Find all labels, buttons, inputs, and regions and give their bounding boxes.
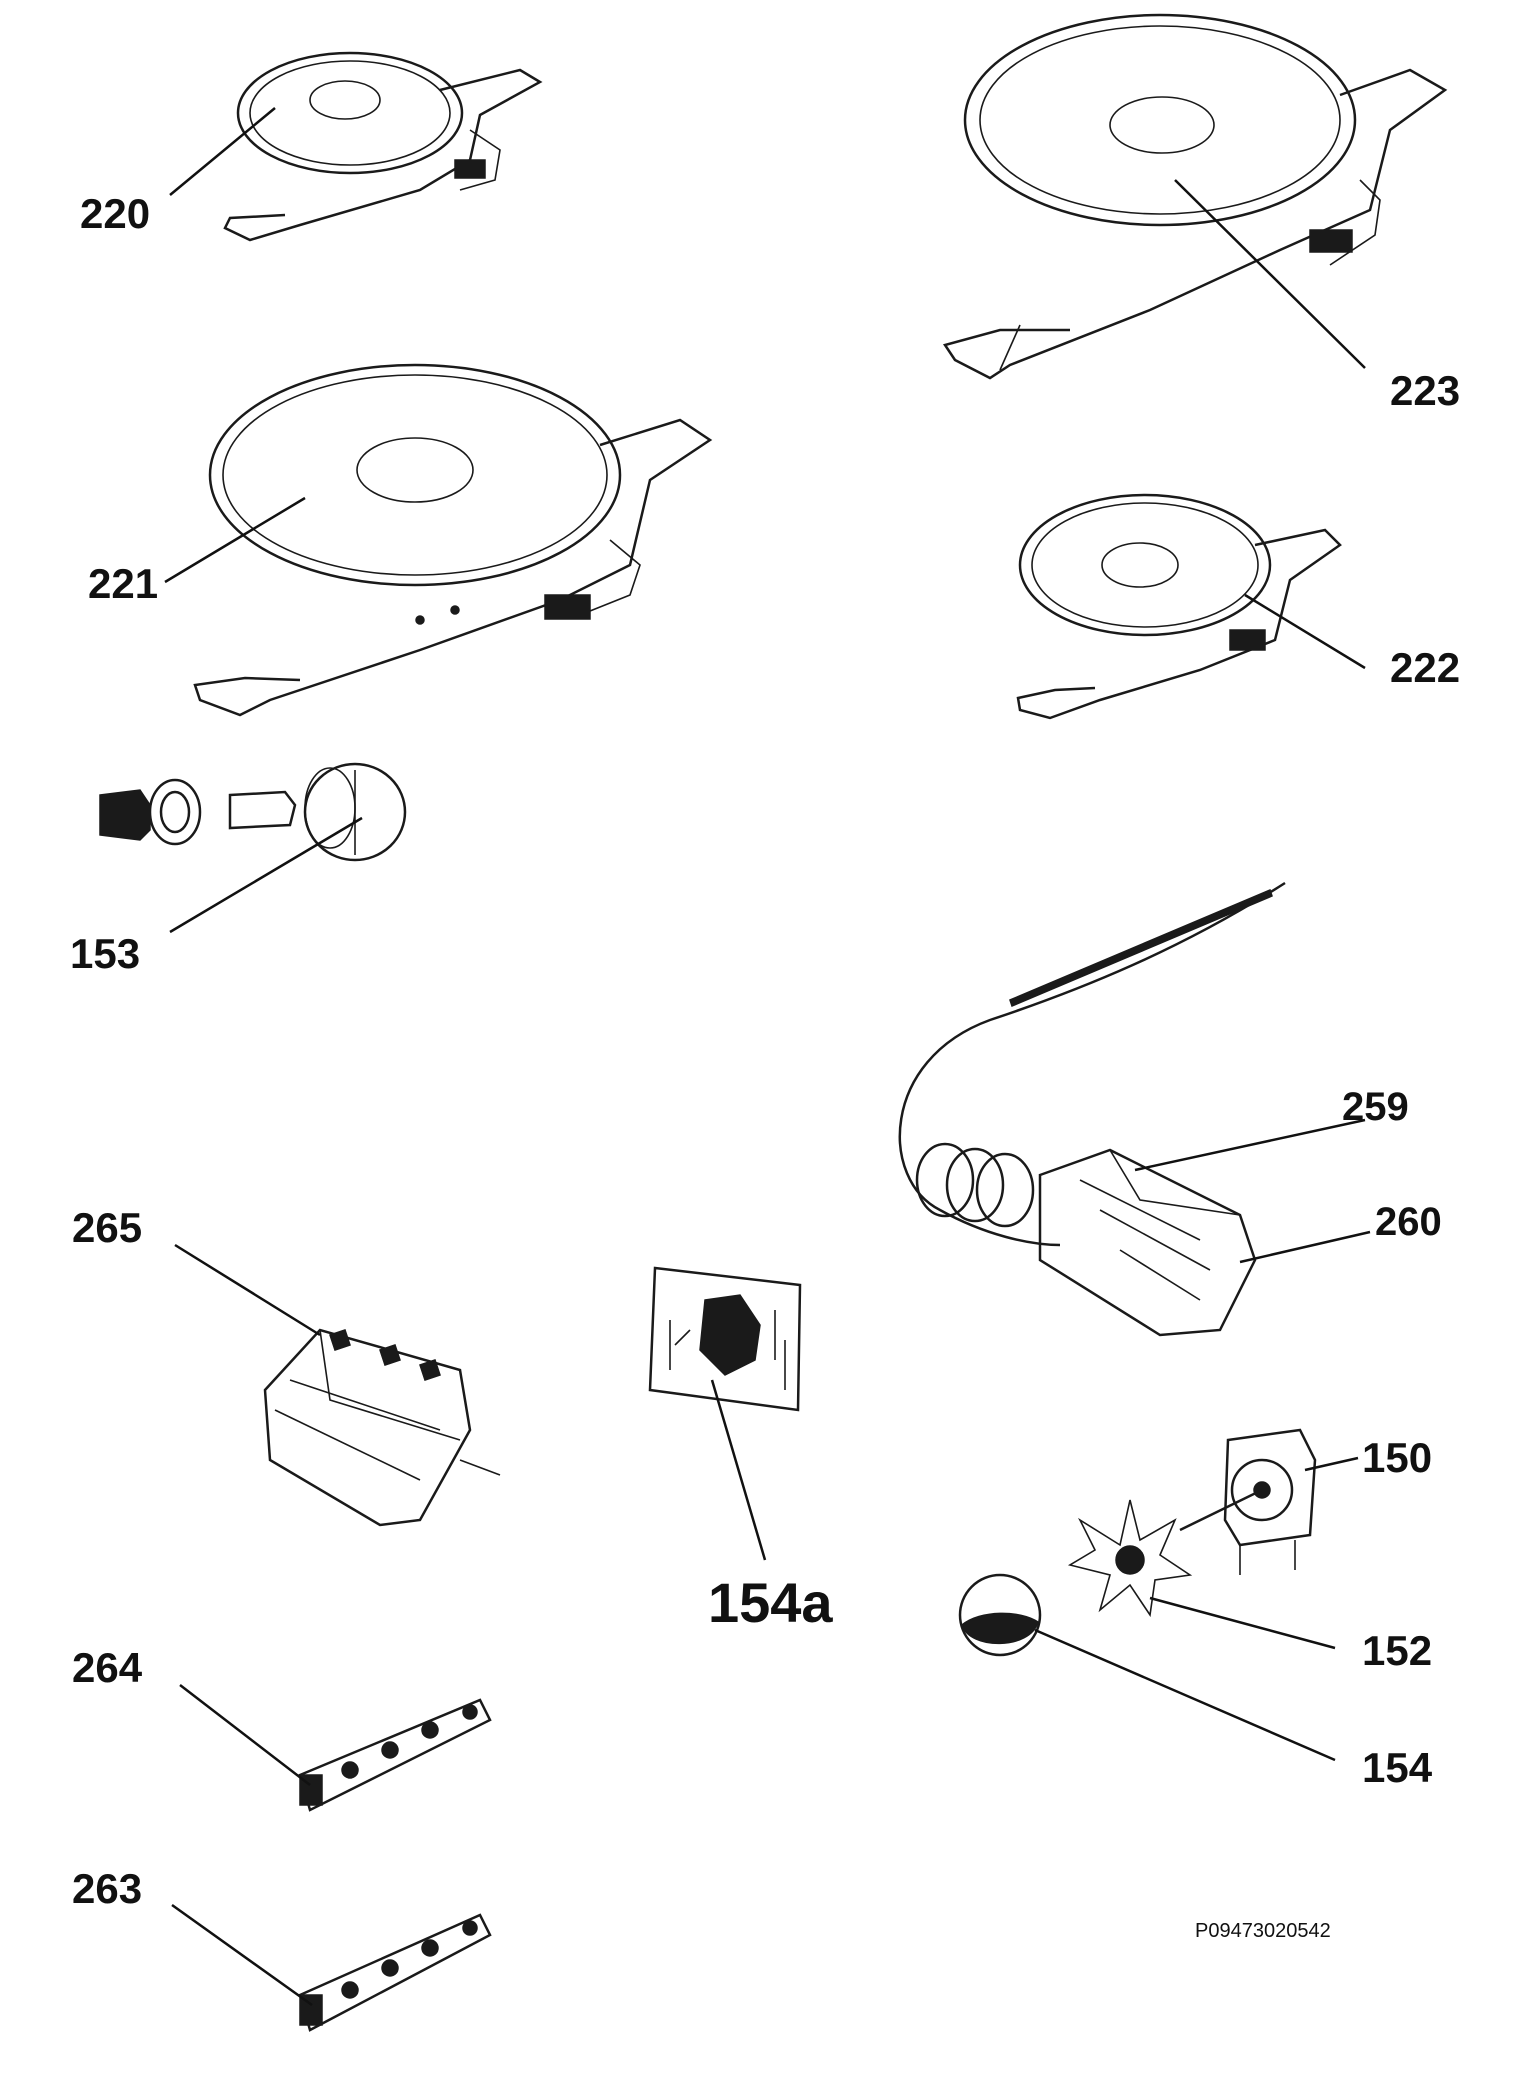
callout-265: 265 [72,1204,142,1251]
hotplate-222 [1016,493,1342,720]
terminal-strip-263 [298,1913,492,2032]
knob-assembly-153 [99,762,407,862]
callout-152: 152 [1362,1627,1432,1674]
callout-154: 154 [1362,1744,1433,1791]
callout-263: 263 [72,1865,142,1912]
leader-263 [171,1903,313,2007]
callout-220: 220 [80,190,150,237]
leader-264 [179,1684,311,1786]
leader-223 [1174,179,1366,369]
callout-259: 259 [1342,1085,1409,1129]
fan-motor-150 [1179,1428,1317,1575]
leader-259 [1134,1118,1366,1172]
hotplate-221 [193,363,713,717]
callout-153: 153 [70,930,140,977]
callout-221: 221 [88,560,158,607]
oven-lamp-154 [958,1573,1042,1657]
leader-150 [1304,1456,1359,1472]
switch-265 [263,1328,501,1527]
leader-152 [1149,1596,1336,1650]
leader-220 [169,107,276,196]
terminal-strip-264 [298,1698,492,1812]
label-plate-154a [648,1266,802,1412]
leader-222 [1244,593,1366,670]
callout-154a: 154a [708,1571,833,1634]
drawing-code: P09473020542 [1195,1920,1331,1942]
callout-264: 264 [72,1644,143,1691]
callout-150: 150 [1362,1434,1432,1481]
leader-265 [174,1243,321,1337]
callout-222: 222 [1390,644,1460,691]
thermostat-259-260 [898,881,1286,1337]
hotplate-220 [223,51,543,242]
callout-labels: 220 223 221 222 153 259 260 265 154a 150… [70,190,1460,1912]
callout-223: 223 [1390,367,1460,414]
hotplate-223 [942,13,1448,380]
leader-154 [1034,1628,1336,1762]
leader-lines [164,107,1371,2007]
leader-154a [710,1379,767,1561]
fan-blade-152 [1067,1499,1193,1618]
leader-153 [169,816,363,934]
leader-260 [1239,1230,1371,1264]
callout-260: 260 [1375,1200,1442,1244]
leader-221 [164,496,306,584]
